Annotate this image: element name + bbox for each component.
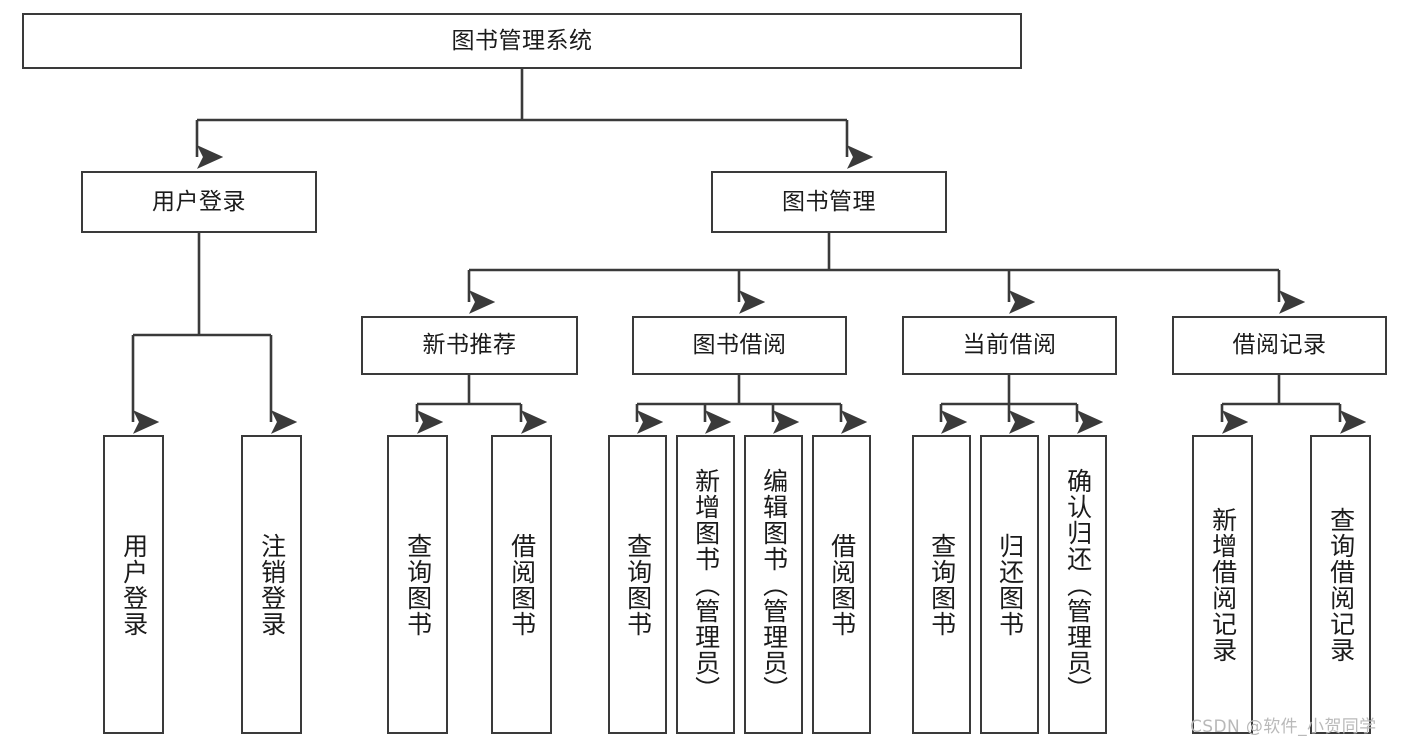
node-label: 用户登录 xyxy=(119,532,149,637)
node-book-borrow[interactable]: 图书借阅 xyxy=(632,316,847,375)
node-leaf-book-borrow-edit[interactable]: 编辑图书（管理员） xyxy=(744,435,803,734)
node-user-login[interactable]: 用户登录 xyxy=(81,171,317,233)
node-label: 查询图书 xyxy=(623,532,653,637)
node-label: 图书借阅 xyxy=(692,332,787,359)
node-book-management[interactable]: 图书管理 xyxy=(711,171,947,233)
node-label: 查询图书 xyxy=(403,532,433,637)
node-root-book-management-system[interactable]: 图书管理系统 xyxy=(22,13,1022,69)
node-label: 注销登录 xyxy=(257,532,287,637)
node-label: 查询图书 xyxy=(927,532,957,637)
node-borrow-record[interactable]: 借阅记录 xyxy=(1172,316,1387,375)
node-leaf-current-borrow-confirm-return[interactable]: 确认归还（管理员） xyxy=(1048,435,1107,734)
node-leaf-new-book-borrow[interactable]: 借阅图书 xyxy=(491,435,552,734)
node-label: 图书管理系统 xyxy=(451,27,593,54)
node-label: 查询借阅记录 xyxy=(1326,506,1356,663)
node-current-borrow[interactable]: 当前借阅 xyxy=(902,316,1117,375)
node-leaf-borrow-record-add[interactable]: 新增借阅记录 xyxy=(1192,435,1253,734)
node-new-book-recommend[interactable]: 新书推荐 xyxy=(361,316,578,375)
node-label: 新增借阅记录 xyxy=(1208,506,1238,663)
node-label: 新增图书（管理员） xyxy=(691,467,721,702)
node-leaf-book-borrow-add[interactable]: 新增图书（管理员） xyxy=(676,435,735,734)
node-leaf-user-login-login[interactable]: 用户登录 xyxy=(103,435,164,734)
node-label: 借阅图书 xyxy=(827,532,857,637)
node-label: 归还图书 xyxy=(995,532,1025,637)
node-leaf-book-borrow-borrow[interactable]: 借阅图书 xyxy=(812,435,871,734)
node-label: 借阅记录 xyxy=(1232,332,1327,359)
node-leaf-new-book-query[interactable]: 查询图书 xyxy=(387,435,448,734)
node-label: 用户登录 xyxy=(152,188,246,215)
node-leaf-book-borrow-query[interactable]: 查询图书 xyxy=(608,435,667,734)
node-leaf-borrow-record-query[interactable]: 查询借阅记录 xyxy=(1310,435,1371,734)
node-label: 新书推荐 xyxy=(422,332,517,359)
node-label: 确认归还（管理员） xyxy=(1063,467,1093,702)
node-label: 图书管理 xyxy=(782,188,876,215)
node-label: 编辑图书（管理员） xyxy=(759,467,789,702)
node-label: 借阅图书 xyxy=(507,532,537,637)
node-leaf-user-login-logout[interactable]: 注销登录 xyxy=(241,435,302,734)
node-leaf-current-borrow-query[interactable]: 查询图书 xyxy=(912,435,971,734)
node-label: 当前借阅 xyxy=(962,332,1057,359)
csdn-watermark: CSDN @软件_小贺同学 xyxy=(1190,717,1377,737)
node-leaf-current-borrow-return[interactable]: 归还图书 xyxy=(980,435,1039,734)
